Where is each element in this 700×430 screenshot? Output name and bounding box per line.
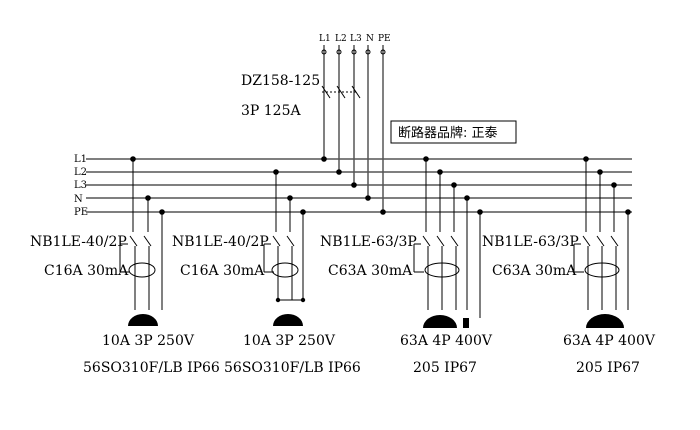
branch-4-breaker-spec: C63A 30mA [492, 263, 577, 279]
branch-1-breaker-model: NB1LE-40/2P [30, 234, 127, 250]
bus-label-pe: PE [74, 207, 88, 218]
branch-2-socket-model: 56SO310F/LB IP66 [224, 360, 361, 376]
main-junction-dots [321, 156, 386, 215]
brand-note: 断路器品牌: 正泰 [398, 125, 498, 141]
main-breaker-spec: 3P 125A [241, 103, 301, 119]
bus-label-l3: L3 [74, 180, 87, 191]
main-breaker-model: DZ158-125 [241, 73, 320, 89]
branch-3: NB1LE-63/3P C63A 30mA 63A 4P 400V 205 IP… [320, 156, 493, 376]
top-label-pe: PE [378, 34, 391, 44]
branch-3-breaker-spec: C63A 30mA [328, 263, 413, 279]
branch-4-socket-model: 205 IP67 [576, 360, 640, 376]
branch-1-socket-rating: 10A 3P 250V [102, 333, 195, 349]
branch-3-socket-rating: 63A 4P 400V [400, 333, 493, 349]
busbars: L1 L2 L3 N PE [74, 154, 632, 218]
branch-2-socket-rating: 10A 3P 250V [243, 333, 336, 349]
branch-3-breaker-model: NB1LE-63/3P [320, 234, 417, 250]
branch-3-socket-model: 205 IP67 [413, 360, 477, 376]
top-phase-labels: L1 L2 L3 N PE [319, 34, 391, 44]
top-label-l1: L1 [319, 34, 331, 44]
branch-2-breaker-spec: C16A 30mA [180, 263, 265, 279]
incoming-lines [321, 45, 386, 213]
top-label-n: N [366, 34, 374, 44]
branch-4: NB1LE-63/3P C63A 30mA 63A 4P 400V 205 IP… [482, 156, 656, 376]
branch-4-socket-rating: 63A 4P 400V [563, 333, 656, 349]
branch-4-breaker-model: NB1LE-63/3P [482, 234, 579, 250]
top-label-l3: L3 [350, 34, 362, 44]
top-label-l2: L2 [335, 34, 347, 44]
branch-1: NB1LE-40/2P C16A 30mA 10A 3P 250V 56SO31… [30, 156, 220, 376]
branch-2-breaker-model: NB1LE-40/2P [172, 234, 269, 250]
brand-note-box [390, 120, 517, 144]
branch-1-socket-model: 56SO310F/LB IP66 [83, 360, 220, 376]
branch-1-breaker-spec: C16A 30mA [44, 263, 129, 279]
bus-label-l2: L2 [74, 167, 87, 178]
bus-label-l1: L1 [74, 154, 87, 165]
branch-2: NB1LE-40/2P C16A 30mA 10A 3P 250V 56SO31… [172, 169, 361, 376]
bus-label-n: N [74, 194, 83, 205]
